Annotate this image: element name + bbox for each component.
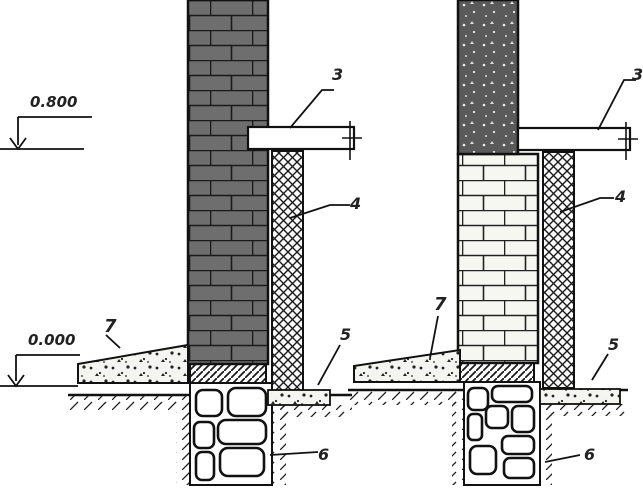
right-ground-soil [348, 391, 460, 405]
left-floor-slab [246, 125, 356, 151]
right-waterproofing-band [459, 362, 535, 383]
right-blind-area [353, 348, 461, 383]
right-trench-soil-right [538, 404, 552, 485]
left-callouts [105, 89, 350, 456]
right-callouts [429, 79, 636, 463]
elevation-mark-lower: 0.000 [0, 331, 80, 388]
left-waterproofing-band [189, 363, 267, 384]
left-callout-7: 7 [104, 316, 117, 337]
elevation-label-lower: 0.000 [28, 331, 75, 349]
left-trench-soil-left [176, 395, 190, 485]
right-section [348, 0, 638, 486]
left-blind-area [77, 343, 189, 384]
elevation-mark-upper: 0.800 [0, 93, 92, 151]
right-ground-soil-right [540, 404, 628, 416]
right-light-block-wall [456, 152, 540, 365]
left-callout-5: 5 [340, 325, 351, 344]
left-callout-6: 6 [318, 445, 329, 464]
left-insulation-layer [271, 150, 304, 392]
left-ground-soil [68, 396, 178, 410]
right-callout-3: 3 [632, 65, 643, 84]
left-rubble-stones [192, 386, 268, 482]
left-callout-4: 4 [349, 194, 361, 213]
right-floor-layer [539, 388, 621, 405]
left-brick-wall [186, 0, 270, 366]
right-callout-4: 4 [614, 187, 626, 206]
right-callout-5: 5 [608, 335, 619, 354]
right-upper-concrete-wall [456, 0, 520, 156]
elevation-label-upper: 0.800 [30, 93, 77, 111]
right-callout-6: 6 [584, 445, 595, 464]
left-trench-soil-right [272, 405, 286, 485]
left-floor-layer [267, 389, 331, 406]
left-callout-3: 3 [332, 65, 343, 84]
right-insulation-layer [542, 151, 575, 389]
right-callout-7: 7 [434, 294, 447, 315]
right-floor-slab [516, 126, 632, 152]
right-trench-soil-left [452, 390, 466, 485]
left-ground-soil-right [270, 405, 352, 417]
left-section [68, 0, 362, 486]
right-rubble-stones [466, 384, 536, 480]
